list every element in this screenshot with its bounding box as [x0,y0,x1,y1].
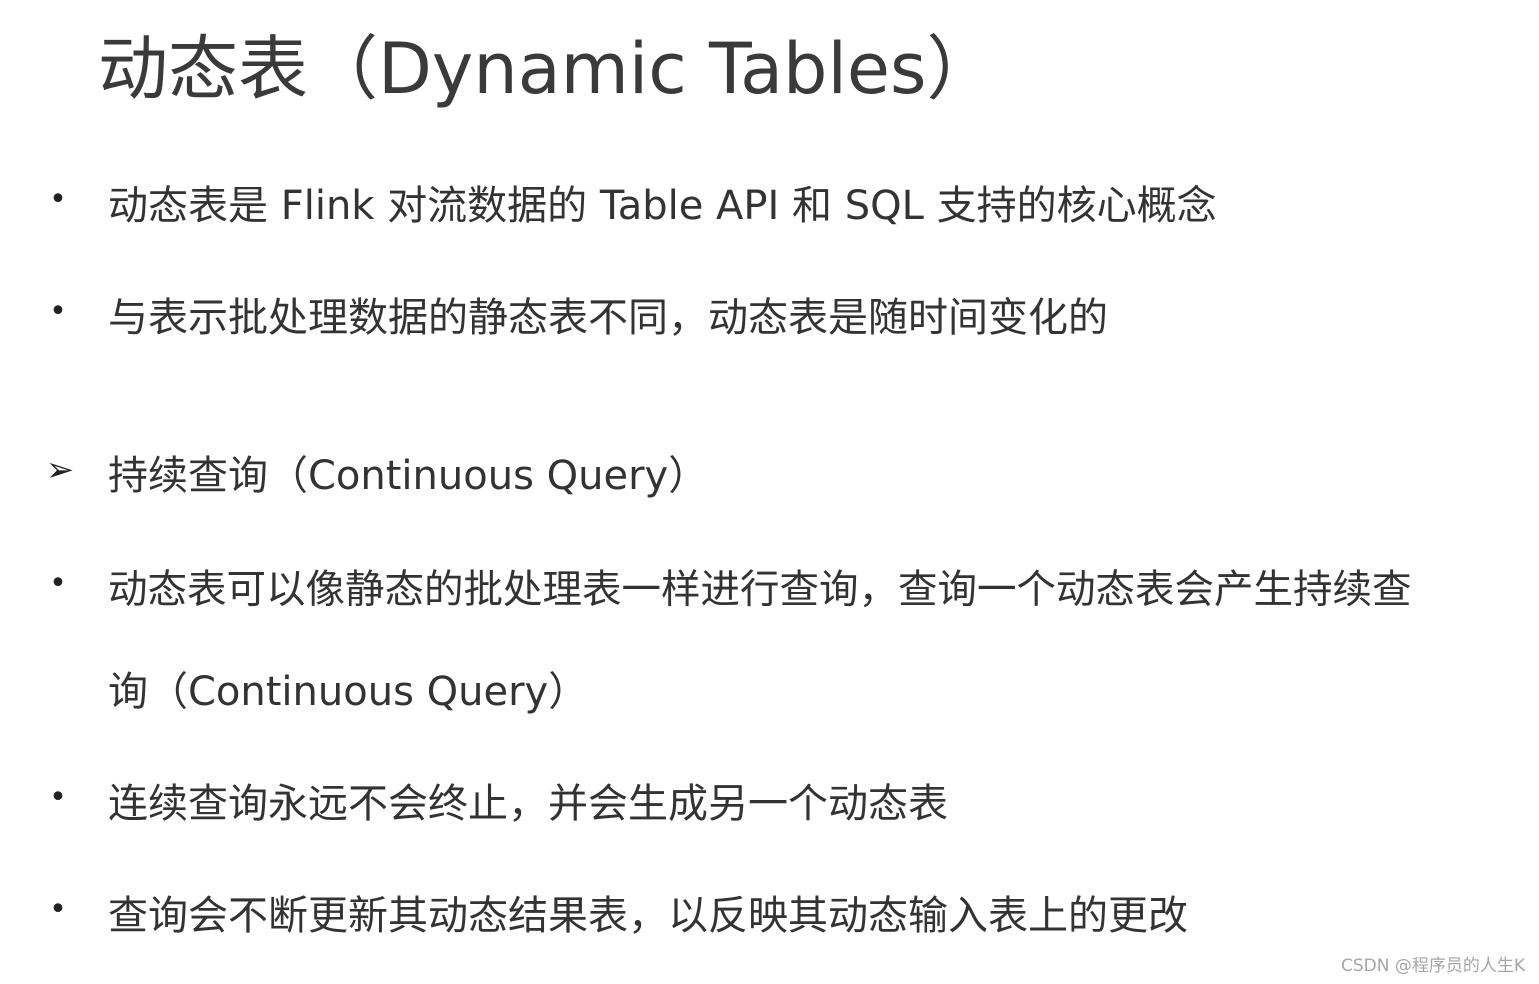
bullet-dot-icon: • [49,182,67,217]
bullet-dot-icon: • [49,294,67,329]
bullet-dot-icon: • [49,566,67,601]
csdn-watermark: CSDN @程序员的人生K [1340,956,1525,976]
list-item-text: 动态表是 Flink 对流数据的 Table API 和 SQL 支持的核心概念 [108,183,1217,229]
list-item-text: 连续查询永远不会终止，并会生成另一个动态表 [108,781,948,827]
list-item-text: 动态表可以像静态的批处理表一样进行查询，查询一个动态表会产生持续查 [108,567,1412,613]
list-item-text: 查询会不断更新其动态结果表，以反映其动态输入表上的更改 [108,893,1188,939]
arrow-bullet-icon: ➢ [45,450,75,490]
list-item-text: 持续查询（Continuous Query） [108,453,709,499]
list-item-text: 与表示批处理数据的静态表不同，动态表是随时间变化的 [108,295,1108,341]
list-item-continuation: 询（Continuous Query） [108,669,589,715]
bullet-dot-icon: • [49,892,67,927]
bullet-dot-icon: • [49,780,67,815]
slide-title: 动态表（Dynamic Tables） [98,28,997,110]
